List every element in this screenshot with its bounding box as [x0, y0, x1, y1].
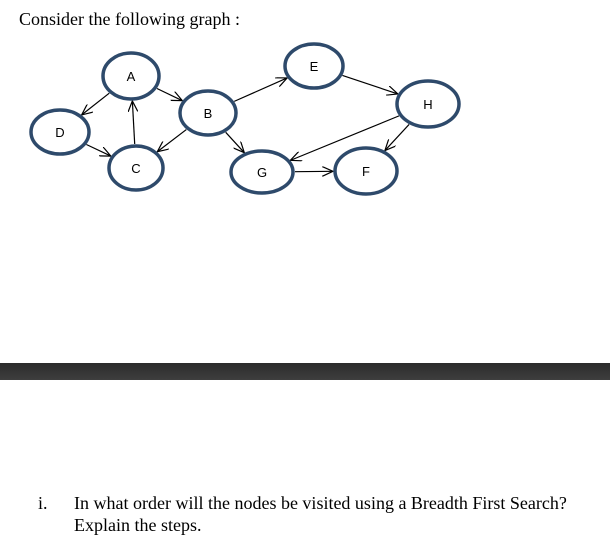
node-f: F [333, 146, 399, 196]
question-number: i. [38, 493, 48, 513]
node-a-circle [101, 51, 161, 101]
node-f-circle [333, 146, 399, 196]
edge-b-to-e [233, 78, 287, 102]
node-g: G [229, 149, 295, 195]
edge-a-to-b [156, 87, 182, 100]
edge-a-to-d [82, 92, 110, 115]
edge-e-to-h [342, 74, 397, 93]
edge-b-to-g [225, 131, 245, 152]
edge-b-to-c [157, 129, 187, 152]
node-c-label: C [131, 161, 140, 176]
node-h-label: H [423, 97, 432, 112]
edge-h-to-f [385, 124, 410, 150]
node-b-circle [178, 89, 238, 137]
node-d: D [29, 108, 91, 156]
edge-h-to-g [290, 115, 400, 161]
node-e-circle [283, 42, 345, 90]
edge-c-to-a [132, 101, 134, 145]
node-a-label: A [127, 69, 136, 84]
node-b-label: B [204, 106, 213, 121]
graph-diagram: A B C D E F G H [29, 42, 461, 196]
node-c: C [107, 144, 165, 192]
node-a: A [101, 51, 161, 101]
edges-layer [82, 74, 410, 171]
node-e: E [283, 42, 345, 90]
nodes-layer: A B C D E F G H [29, 42, 461, 196]
edge-d-to-c [86, 143, 110, 157]
divider-bar [0, 363, 610, 380]
node-h: H [395, 79, 461, 129]
node-h-circle [395, 79, 461, 129]
node-g-circle [229, 149, 295, 195]
node-d-circle [29, 108, 91, 156]
node-d-label: D [55, 125, 64, 140]
question-text: In what order will the nodes be visited … [74, 493, 567, 535]
heading: Consider the following graph : [19, 9, 240, 29]
node-e-label: E [310, 59, 319, 74]
node-g-label: G [257, 165, 267, 180]
node-c-circle [107, 144, 165, 192]
node-b: B [178, 89, 238, 137]
node-f-label: F [362, 164, 370, 179]
